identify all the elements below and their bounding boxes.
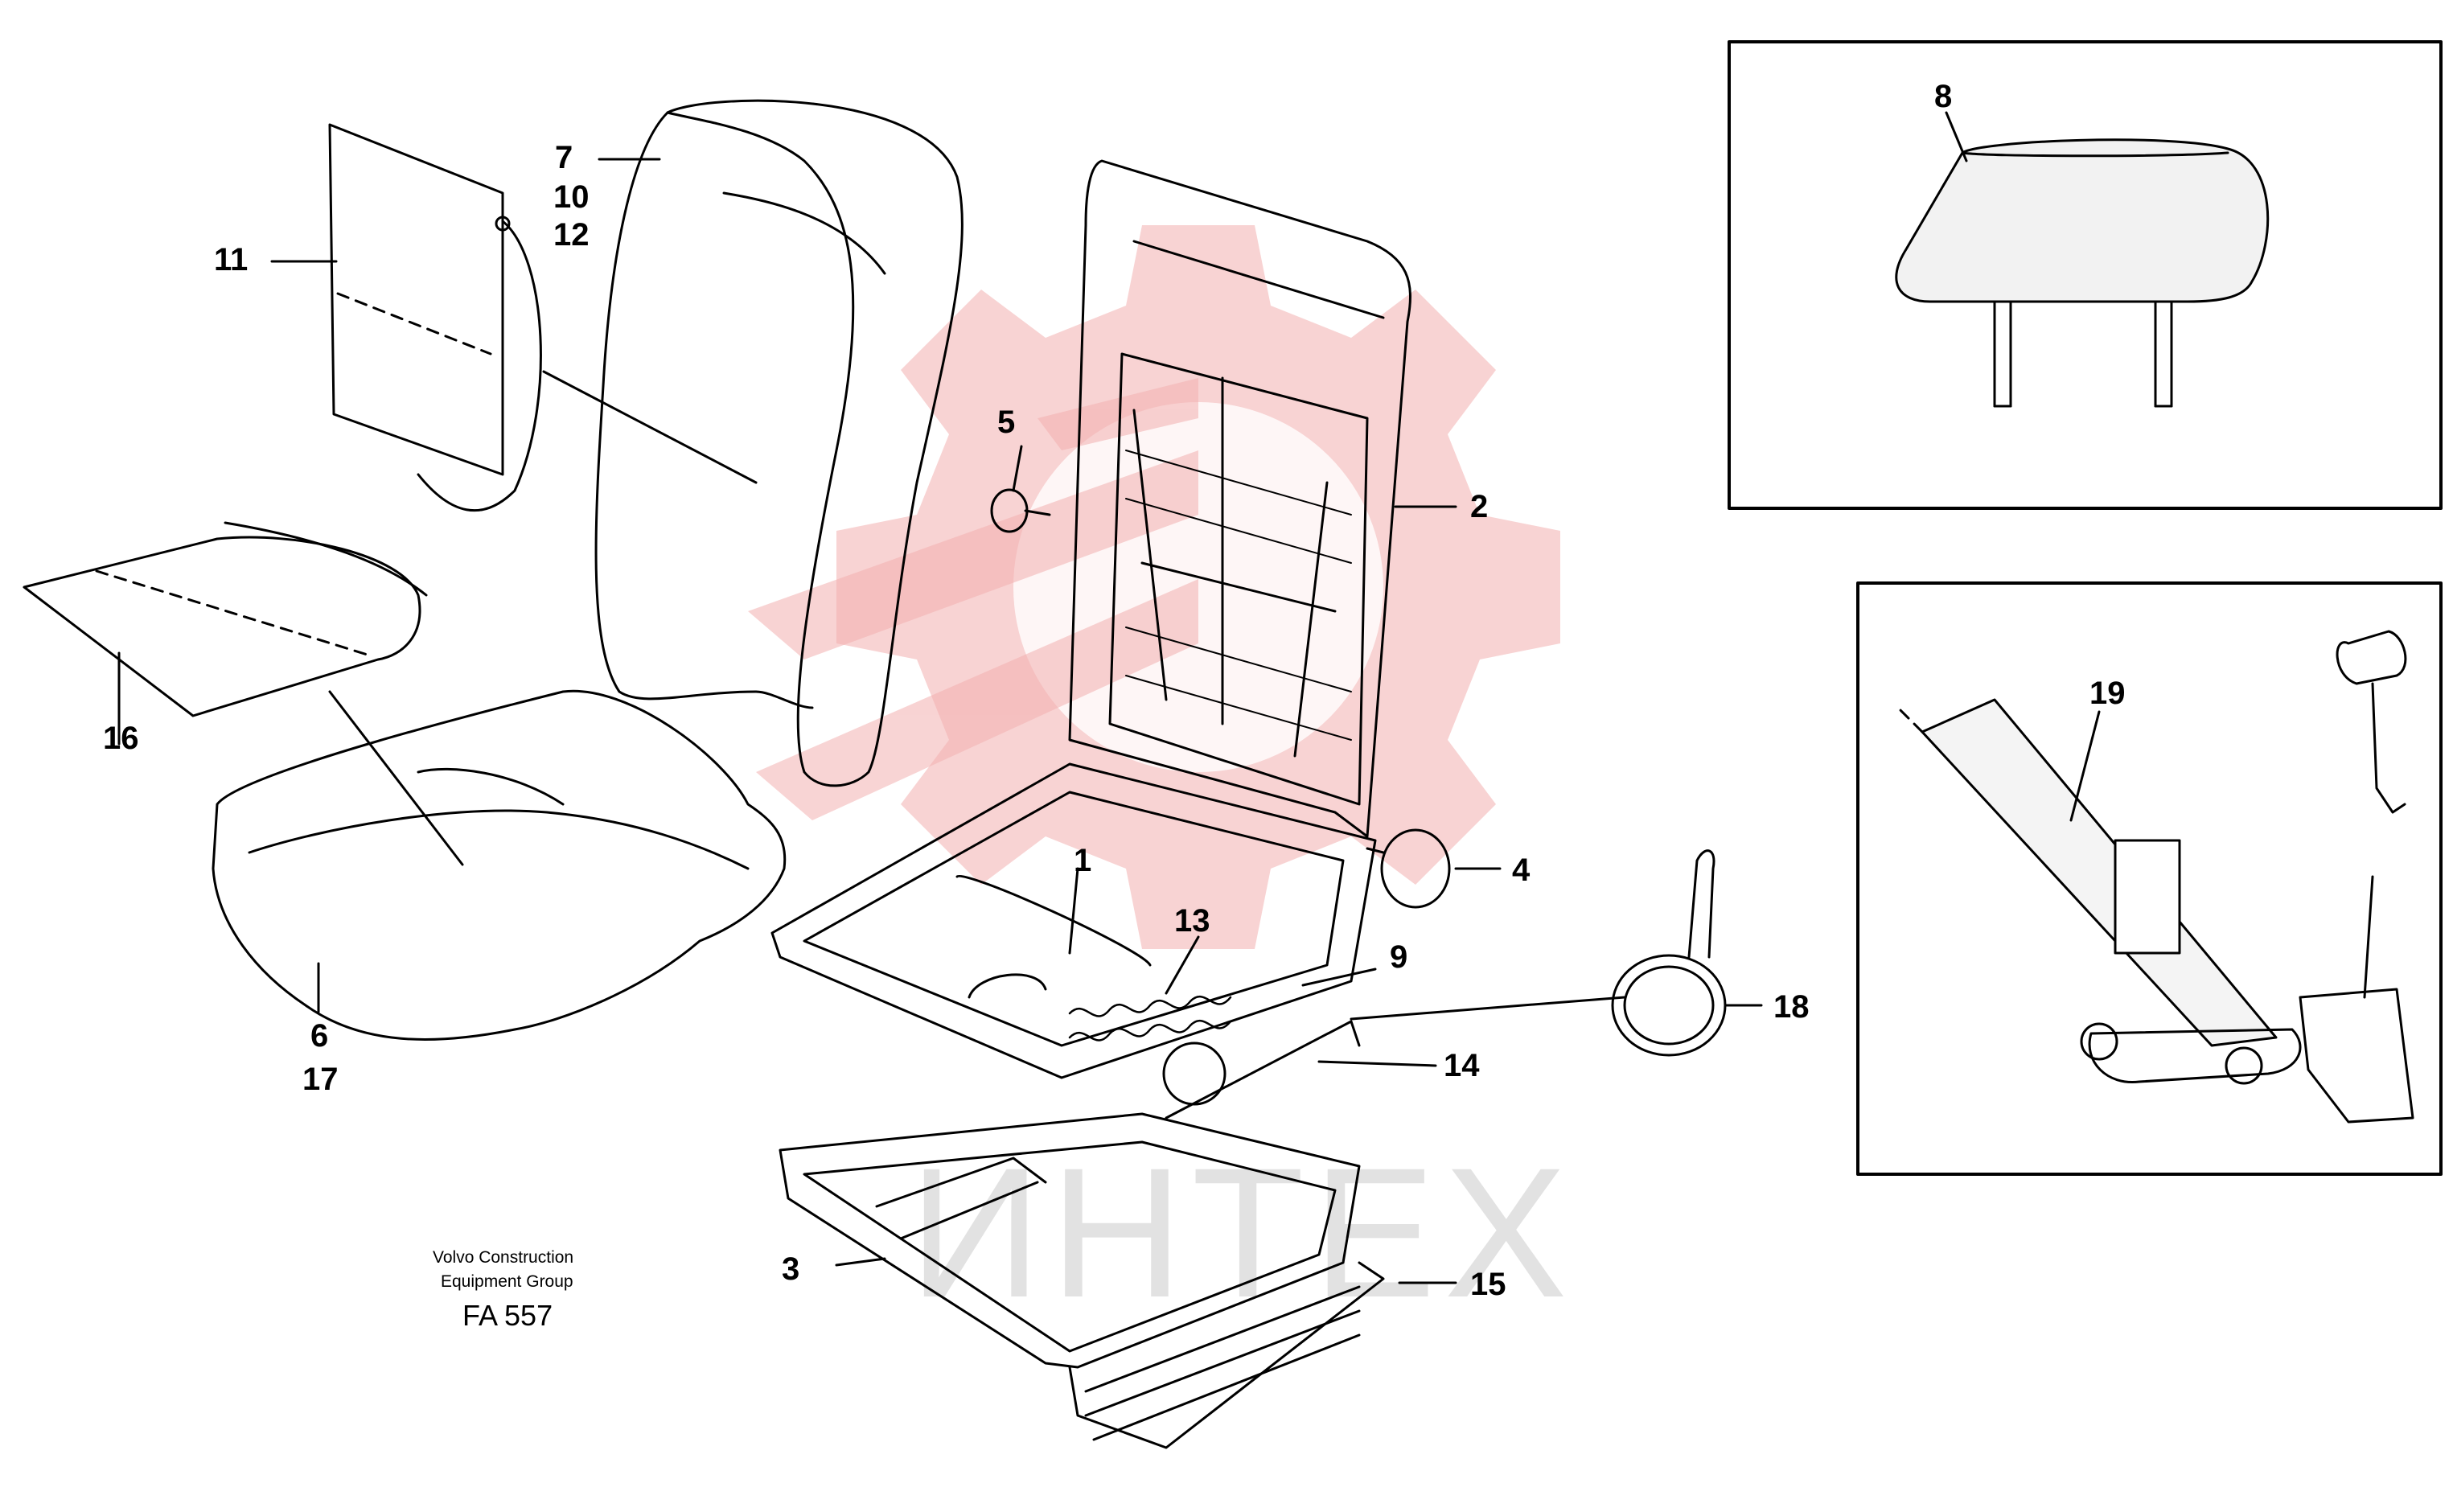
watermark-text: ИНТЕХ [909,1129,1576,1336]
headrest-inset-frame [1728,40,2443,510]
callout-4: 4 [1512,853,1531,888]
callout-2: 2 [1470,489,1489,524]
cushion-panel-drawing [23,521,464,866]
backrest-frame-drawing [1068,159,1411,838]
callout-1: 1 [1074,843,1092,878]
headrest-drawing [1895,138,2270,408]
callout-6: 6 [310,1018,329,1054]
callout-19: 19 [2089,676,2126,711]
callout-13: 13 [1174,903,1210,939]
callout-11: 11 [214,242,249,277]
callout-5: 5 [997,405,1016,440]
leader-lines [117,111,2101,1284]
callout-9: 9 [1390,939,1408,975]
callout-7: 7 [555,140,573,175]
seatbelt-inset-frame [1856,581,2443,1176]
springs-drawing [1068,996,1232,1042]
seatbelt-drawing [1896,630,2414,1124]
cable-tie-drawing [1611,849,1727,1057]
callout-10: 10 [553,179,590,215]
callout-15: 15 [1470,1267,1506,1302]
caption-company-line1: Volvo Construction [433,1248,574,1267]
callout-3: 3 [782,1251,800,1287]
scissor-base-drawing [779,1112,1385,1449]
caption-company-line2: Equipment Group [441,1272,573,1291]
backrest-panel-drawing [328,123,542,512]
seat-pan-frame-drawing [770,762,1377,1120]
callout-17: 17 [302,1062,339,1097]
callout-14: 14 [1444,1048,1480,1083]
callout-16: 16 [103,721,139,756]
callout-8: 8 [1934,79,1953,114]
adjust-knob-5-drawing [990,488,1051,533]
caption-figure-code: FA 557 [462,1299,553,1332]
seat-cushion-drawing [212,689,787,1041]
callout-12: 12 [553,217,590,253]
adjust-knob-4-drawing [1366,828,1451,909]
backrest-cover-drawing [542,99,964,787]
callout-18: 18 [1773,989,1810,1025]
